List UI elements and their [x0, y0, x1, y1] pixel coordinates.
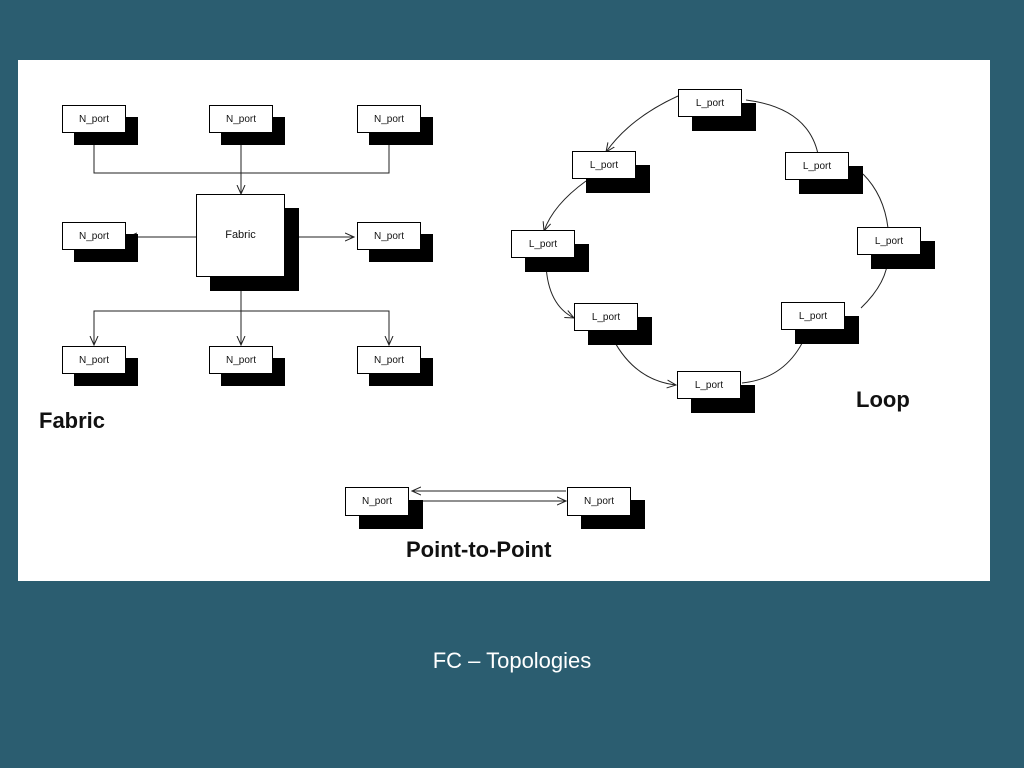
- fabric-bottom-right-arrow: [241, 310, 389, 345]
- port-label: L_port: [572, 151, 636, 179]
- p2p-title: Point-to-Point: [406, 537, 552, 562]
- port-label: L_port: [574, 303, 638, 331]
- port-label: N_port: [62, 222, 126, 250]
- loop-link-8: [745, 99, 819, 155]
- loop-link-3: [545, 264, 574, 318]
- port-label: L_port: [781, 302, 845, 330]
- loop-link-2: [544, 180, 587, 231]
- slide-caption: FC – Topologies: [432, 648, 592, 673]
- loop-title: Loop: [856, 387, 910, 412]
- port-label: N_port: [357, 222, 421, 250]
- port-label: N_port: [345, 487, 409, 516]
- port-label: L_port: [678, 89, 742, 117]
- port-label: L_port: [511, 230, 575, 258]
- port-label: N_port: [357, 346, 421, 374]
- fabric-bottom-left-arrow: [94, 310, 241, 345]
- fabric-title: Fabric: [39, 408, 106, 433]
- port-label: N_port: [62, 105, 126, 133]
- port-label: N_port: [209, 346, 273, 374]
- loop-link-7: [862, 173, 889, 229]
- diagram-panel: N_port N_port N_port N_port Fabric N_por…: [18, 60, 990, 581]
- port-label: N_port: [62, 346, 126, 374]
- port-label: L_port: [785, 152, 849, 180]
- loop-link-1: [606, 95, 679, 152]
- port-label: N_port: [209, 105, 273, 133]
- port-label: N_port: [567, 487, 631, 516]
- port-label: L_port: [857, 227, 921, 255]
- fabric-switch-label: Fabric: [196, 194, 285, 277]
- port-label: N_port: [357, 105, 421, 133]
- port-label: L_port: [677, 371, 741, 399]
